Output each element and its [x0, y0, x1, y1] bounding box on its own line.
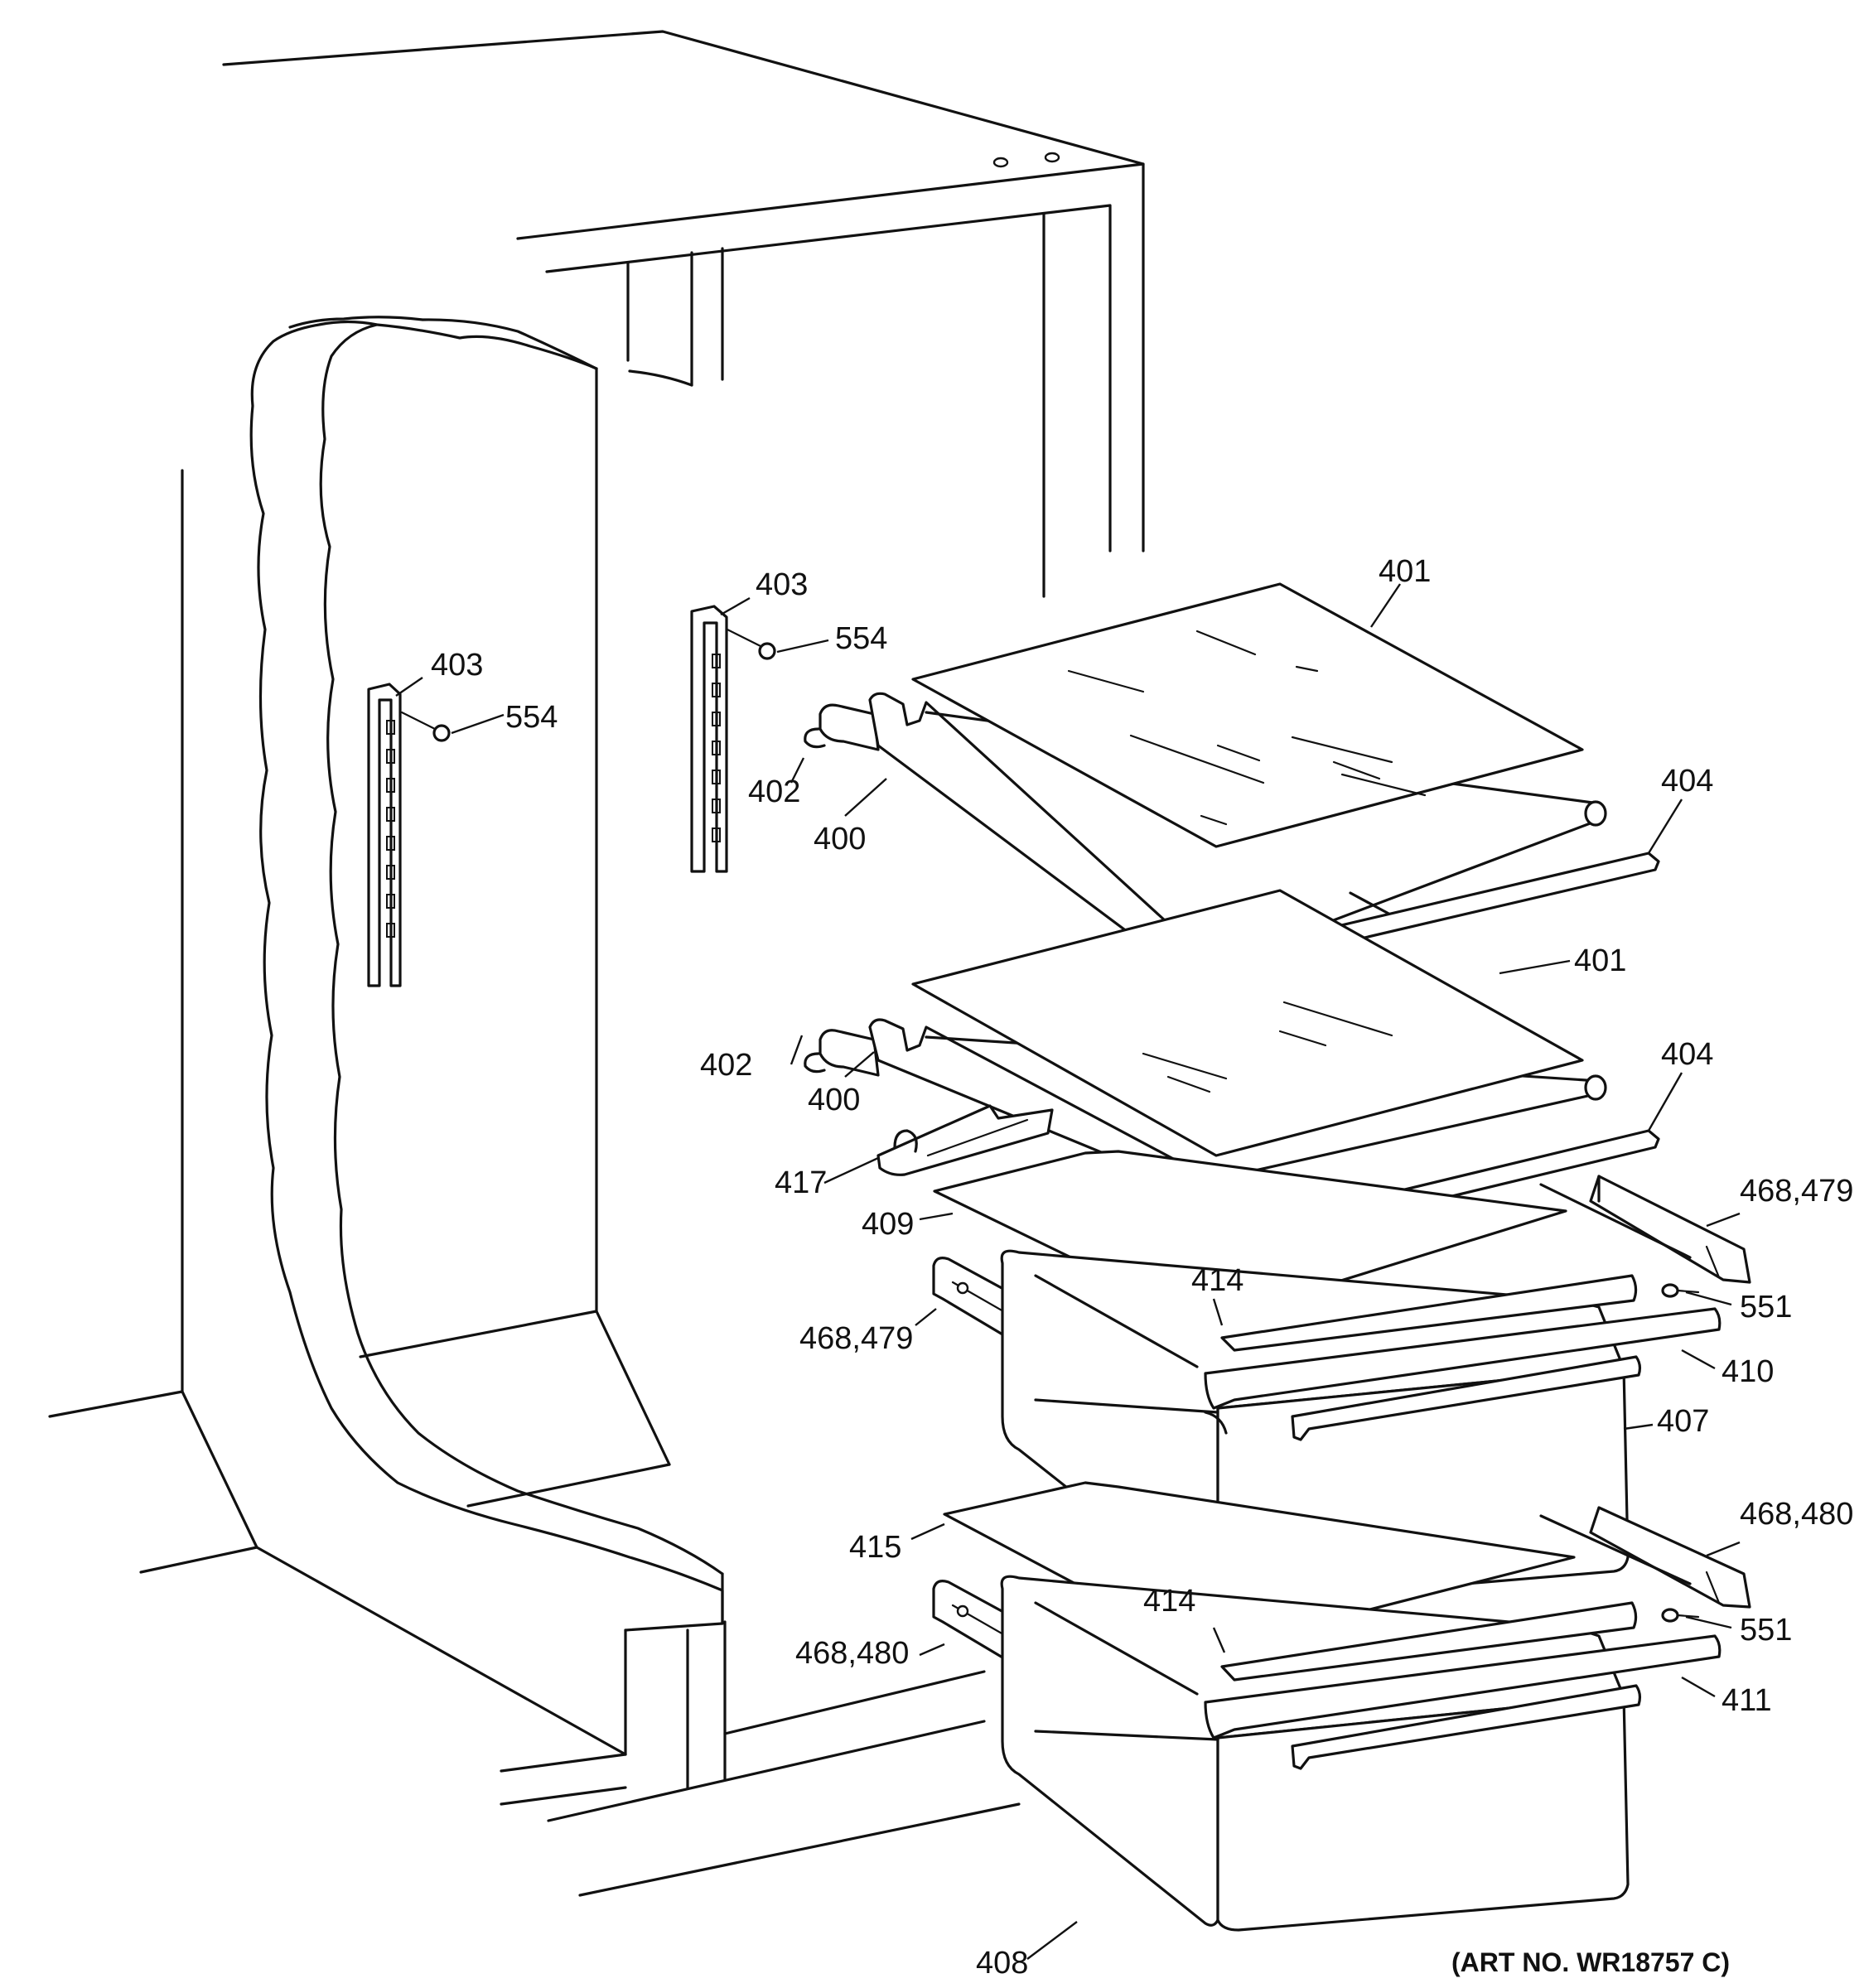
callout-407: 407	[1657, 1404, 1709, 1439]
callout-403-left: 403	[431, 648, 483, 683]
callout-404-top: 404	[1661, 764, 1713, 799]
callout-410: 410	[1722, 1354, 1774, 1389]
drawer-slide-upper-right	[1539, 1175, 1751, 1284]
drawer-lower	[1000, 1575, 1722, 1932]
callout-402-top: 402	[748, 774, 800, 809]
art-number: (ART NO. WR18757 C)	[1451, 1947, 1730, 1977]
slide-lower-screw	[1661, 1608, 1700, 1623]
callout-414-lower: 414	[1143, 1584, 1195, 1619]
shelf-bracket-support-top	[804, 703, 880, 751]
callout-408: 408	[976, 1946, 1028, 1981]
slide-upper-screw	[1661, 1283, 1700, 1298]
screw-right	[726, 628, 776, 660]
callout-409: 409	[862, 1207, 914, 1242]
callout-403-right: 403	[756, 567, 808, 602]
callout-468-480-left: 468,480	[795, 1636, 909, 1671]
callout-554-left: 554	[505, 700, 558, 735]
callout-401-mid: 401	[1574, 943, 1626, 978]
callout-402-mid: 402	[700, 1048, 752, 1083]
shelf-standard-right	[690, 605, 728, 873]
callout-leaders	[395, 583, 1741, 1960]
callout-404-mid: 404	[1661, 1037, 1713, 1072]
callout-417: 417	[775, 1165, 827, 1200]
shelf-bracket-support-mid	[804, 1029, 880, 1077]
callout-468-479-left: 468,479	[799, 1321, 913, 1356]
drawer-slide-lower-right	[1539, 1506, 1751, 1609]
cutaway-edge	[249, 316, 724, 1632]
callout-400-mid: 400	[808, 1083, 860, 1117]
callout-labels: 403 554 403 554 401 402 400 404 401 402 …	[431, 554, 1853, 1981]
glass-shelf-mid	[911, 889, 1584, 1157]
crisper-cover-support	[876, 1104, 1054, 1176]
shelf-standard-left	[367, 683, 402, 987]
callout-411: 411	[1722, 1683, 1772, 1718]
callout-468-479-right: 468,479	[1740, 1174, 1853, 1209]
callout-415: 415	[849, 1530, 901, 1565]
glass-shelf-top	[911, 582, 1584, 848]
callout-468-480-right: 468,480	[1740, 1497, 1853, 1532]
callout-400-top: 400	[814, 822, 866, 856]
cabinet-outline	[48, 30, 1526, 1897]
callout-551-upper: 551	[1740, 1290, 1792, 1325]
callout-551-lower: 551	[1740, 1613, 1792, 1648]
callout-401-top: 401	[1379, 554, 1431, 589]
callout-414-upper: 414	[1191, 1263, 1243, 1298]
screw-left	[400, 711, 451, 742]
callout-554-right: 554	[835, 621, 887, 656]
